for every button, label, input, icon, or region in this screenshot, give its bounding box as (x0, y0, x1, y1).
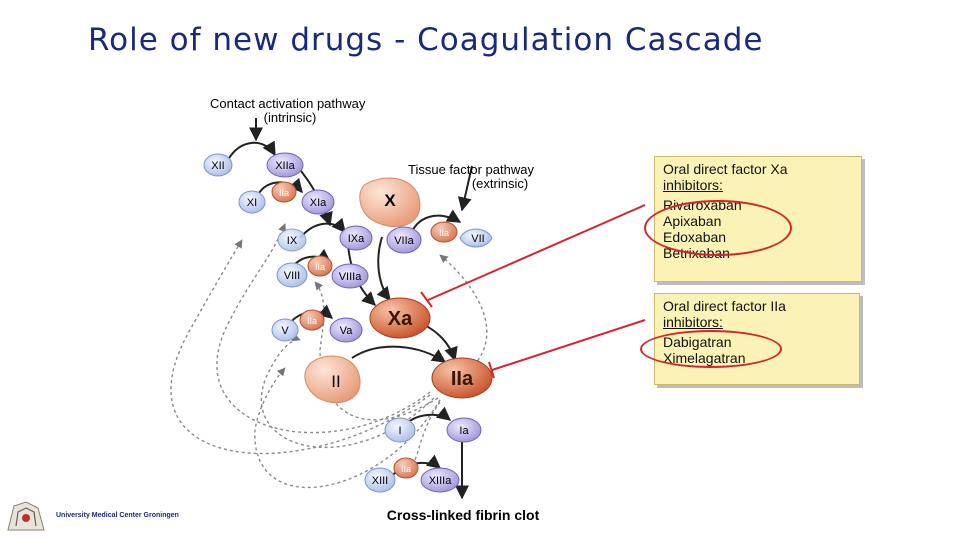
xa-inhibitors-header-line2: inhibitors: (663, 177, 723, 193)
factor-viiia-label: VIIIa (339, 271, 363, 283)
factor-va-label: Va (340, 325, 354, 337)
factor-viiia: VIIIa (331, 263, 369, 289)
factor-xiia-label: XIIa (275, 160, 295, 172)
factor-xiiia: XIIIa (420, 467, 460, 493)
thrombin-node-xiii: IIa (393, 457, 419, 479)
xa-inhibitors-header-line1: Oral direct factor Xa (663, 161, 788, 177)
factor-ia-label: Ia (459, 425, 469, 437)
factor-x-label: X (384, 191, 396, 210)
factor-xa: Xa (369, 297, 431, 339)
factor-xi: XI (238, 190, 266, 214)
factor-xiii-label: XIII (372, 475, 389, 487)
slide-title: Role of new drugs - Coagulation Cascade (88, 22, 764, 58)
factor-ia: Ia (446, 417, 482, 443)
factor-xiia: XIIa (266, 152, 304, 178)
factor-xii: XII (203, 153, 233, 177)
fibrin-clot-label: Cross-linked fibrin clot (387, 507, 540, 523)
xa-inhibitors-header: Oral direct factor Xa inhibitors: (663, 161, 853, 193)
thrombin-node-xi-label: IIa (279, 188, 289, 198)
factor-ixa: IXa (339, 225, 373, 251)
factor-ii-label: II (331, 372, 340, 391)
factor-x: X (359, 177, 421, 228)
factor-viia: VIIa (386, 226, 422, 254)
factor-ii: II (304, 355, 361, 404)
umcg-logo-icon (7, 501, 45, 531)
factor-viia-label: VIIa (394, 235, 414, 247)
factor-viii: VIII (276, 262, 308, 288)
factor-xiii: XIII (364, 467, 396, 493)
factor-va: Va (329, 317, 363, 343)
iia-inhibitors-header-line1: Oral direct factor IIa (663, 298, 786, 314)
iia-inhibitors-header: Oral direct factor IIa inhibitors: (663, 298, 851, 330)
factor-ix: IX (277, 228, 307, 252)
factor-i-label: I (398, 425, 401, 437)
xa-highlight-ring (644, 200, 792, 256)
thrombin-node-vii: IIa (430, 221, 458, 243)
thrombin-feedback-loops (170, 223, 488, 489)
thrombin-node-v-label: IIa (307, 316, 317, 326)
tissue-pathway-sublabel: (extrinsic) (472, 176, 528, 191)
tissue-pathway-label: Tissue factor pathway (408, 162, 534, 177)
factor-xia-label: XIa (310, 197, 327, 209)
contact-pathway-label: Contact activation pathway (210, 96, 366, 111)
factor-xa-label: Xa (388, 308, 413, 330)
thrombin-node-xi: IIa (271, 181, 297, 203)
iia-inhibitors-header-line2: inhibitors: (663, 314, 723, 330)
factor-vii-label: VII (471, 233, 484, 245)
factor-iia-label: IIa (451, 368, 474, 390)
institution-name: University Medical Center Groningen (56, 512, 179, 519)
thrombin-node-vii-label: IIa (439, 228, 449, 238)
factor-vii: VII (459, 228, 493, 248)
factor-ixa-label: IXa (348, 233, 365, 245)
factor-iia: IIa (431, 357, 493, 399)
thrombin-node-viii-label: IIa (315, 262, 325, 272)
thrombin-node-v: IIa (299, 309, 325, 331)
factor-v: V (271, 318, 299, 342)
factor-viii-label: VIII (284, 270, 301, 282)
inhibitor-lines (420, 204, 646, 379)
factor-i: I (384, 417, 416, 443)
thrombin-node-xiii-label: IIa (401, 464, 411, 474)
iia-highlight-ring (640, 330, 782, 368)
factor-xi-label: XI (247, 197, 257, 209)
contact-pathway-sublabel: (intrinsic) (264, 110, 317, 125)
factor-xiiia-label: XIIIa (429, 475, 453, 487)
factor-xia: XIa (301, 189, 335, 215)
factor-v-label: V (281, 325, 289, 337)
factor-ix-label: IX (287, 235, 298, 247)
factor-xii-label: XII (211, 160, 224, 172)
thrombin-node-viii: IIa (307, 255, 333, 277)
